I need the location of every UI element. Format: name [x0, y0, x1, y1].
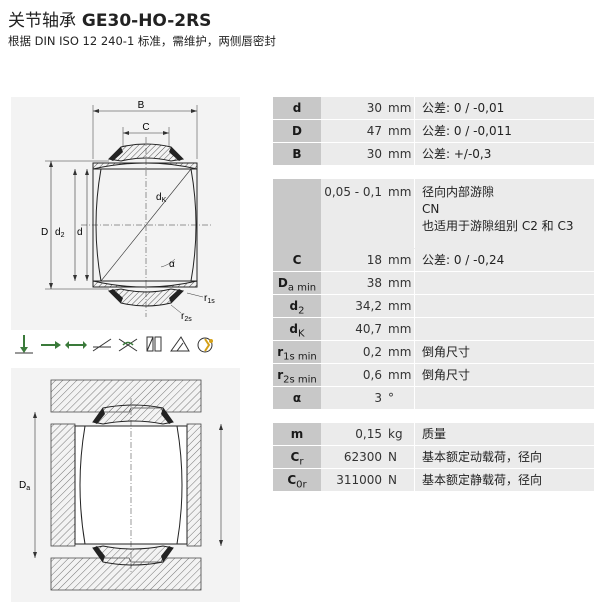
- spec-unit: mm: [388, 345, 412, 359]
- spec-value: 62300: [343, 450, 382, 464]
- spec-symbol: d: [273, 97, 321, 119]
- spec-unit: mm: [388, 101, 412, 115]
- page-title: 关节轴承 GE30-HO-2RS: [8, 6, 211, 31]
- spec-row: r2s min 0,6 mm 倒角尺寸: [273, 364, 594, 387]
- sealed-icon: [169, 335, 191, 353]
- label-D: D: [41, 227, 48, 238]
- axial-load-icon: [39, 335, 61, 353]
- spec-description: 倒角尺寸: [422, 345, 471, 359]
- label-d2: d2: [55, 227, 65, 239]
- bearing-dimension-drawing: B C dK α: [11, 97, 240, 330]
- spec-row: C0r 311000 N 基本额定静载荷，径向: [273, 469, 594, 492]
- spec-description: 公差: 0 / -0,01: [422, 101, 505, 115]
- spec-row: Cr 62300 N 基本额定动载荷，径向: [273, 446, 594, 469]
- spec-row: D 47 mm 公差: 0 / -0,011: [273, 120, 594, 143]
- spec-description: 公差: 0 / -0,011: [422, 124, 512, 138]
- spec-symbol: Da min: [273, 272, 321, 294]
- spec-row: B 30 mm 公差: +/-0,3: [273, 143, 594, 166]
- spec-unit: mm: [388, 322, 412, 336]
- spec-unit: °: [388, 391, 394, 405]
- title-chinese: 关节轴承: [8, 11, 76, 31]
- page-subtitle: 根据 DIN ISO 12 240-1 标准，需维护，两侧唇密封: [8, 34, 276, 48]
- spec-symbol: C0r: [273, 469, 321, 491]
- spec-symbol: D: [273, 120, 321, 142]
- axial-load-both-icon: [65, 335, 87, 353]
- spec-description: 质量: [422, 427, 447, 441]
- label-r2s: r2s: [181, 311, 192, 323]
- spec-value: 40,7: [355, 322, 382, 336]
- spec-value: 3: [374, 391, 382, 405]
- spec-row-clearance: 0,05 - 0,1 mm 径向内部游隙 CN 也适用于游隙组别 C2 和 C3: [273, 179, 594, 249]
- label-Da: Da: [19, 480, 30, 492]
- spec-row: Da min 38 mm: [273, 272, 594, 295]
- spec-row: m 0,15 kg 质量: [273, 423, 594, 446]
- spec-symbol: m: [273, 423, 321, 445]
- spec-symbol: [273, 179, 321, 249]
- spec-symbol: d2: [273, 295, 321, 317]
- tilt-icon: [91, 335, 113, 353]
- spec-value: 38: [366, 276, 382, 290]
- label-r1s: r1s: [204, 293, 215, 305]
- spec-symbol: B: [273, 143, 321, 165]
- spec-unit: mm: [388, 185, 412, 199]
- label-d: d: [77, 227, 83, 238]
- spec-group-geometry: C 18 mm 公差: 0 / -0,24 Da min 38 mm d2 34,2 mm dK 40…: [273, 249, 594, 410]
- spec-unit: kg: [388, 427, 403, 441]
- feature-icons-row: [11, 333, 240, 355]
- spec-unit: mm: [388, 124, 412, 138]
- tilt-oscillate-icon: [117, 335, 139, 353]
- spec-description: 基本额定动载荷，径向: [422, 450, 543, 464]
- spec-unit: mm: [388, 253, 412, 267]
- spec-unit: mm: [388, 299, 412, 313]
- spec-symbol: r2s min: [273, 364, 321, 386]
- spec-symbol: α: [273, 387, 321, 409]
- spec-unit: mm: [388, 368, 412, 382]
- spec-symbol: Cr: [273, 446, 321, 468]
- label-dK: dK: [156, 192, 167, 204]
- spec-value: 0,6: [362, 368, 382, 382]
- spec-symbol: dK: [273, 318, 321, 340]
- spec-value: 34,2: [355, 299, 382, 313]
- spec-value: 0,15: [355, 427, 382, 441]
- sliding-surface-icon: [143, 335, 165, 353]
- spec-row: d 30 mm 公差: 0 / -0,01: [273, 97, 594, 120]
- spec-unit: mm: [388, 276, 412, 290]
- spec-value: 311000: [336, 473, 382, 487]
- label-B: B: [138, 100, 145, 111]
- spec-value: 0,05 - 0,1: [324, 185, 382, 199]
- spec-description: 公差: +/-0,3: [422, 147, 492, 161]
- spec-row: C 18 mm 公差: 0 / -0,24: [273, 249, 594, 272]
- spec-value: 30: [366, 147, 382, 161]
- spec-value: 18: [366, 253, 382, 267]
- spec-unit: mm: [388, 147, 412, 161]
- title-model: GE30-HO-2RS: [81, 11, 212, 31]
- spec-unit: N: [388, 450, 397, 464]
- spec-description: 径向内部游隙 CN 也适用于游隙组别 C2 和 C3: [422, 185, 574, 233]
- label-C: C: [142, 122, 149, 133]
- spec-row: d2 34,2 mm: [273, 295, 594, 318]
- spec-row: α 3 °: [273, 387, 594, 410]
- spec-description: 倒角尺寸: [422, 368, 471, 382]
- spec-description: 基本额定静载荷，径向: [422, 473, 543, 487]
- spec-unit: N: [388, 473, 397, 487]
- spec-value: 47: [366, 124, 382, 138]
- spec-symbol: C: [273, 249, 321, 271]
- spec-symbol: r1s min: [273, 341, 321, 363]
- spec-row: dK 40,7 mm: [273, 318, 594, 341]
- label-alpha: α: [169, 259, 175, 270]
- mounting-drawing: Da: [11, 368, 240, 602]
- spec-value: 0,2: [362, 345, 382, 359]
- spec-description: 公差: 0 / -0,24: [422, 253, 505, 267]
- radial-load-icon: [13, 335, 35, 354]
- lubrication-icon: [195, 335, 217, 353]
- spec-row: r1s min 0,2 mm 倒角尺寸: [273, 341, 594, 364]
- spec-value: 30: [366, 101, 382, 115]
